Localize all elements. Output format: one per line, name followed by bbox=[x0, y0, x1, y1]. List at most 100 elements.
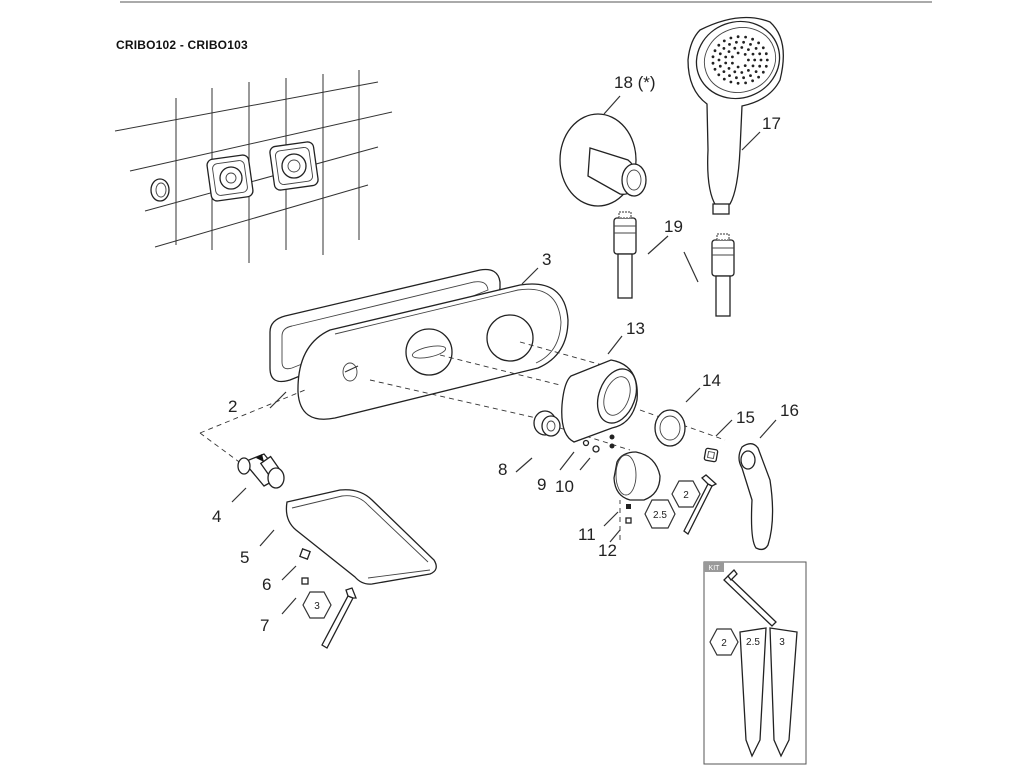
hex-size-2-5: 2.5 bbox=[653, 510, 667, 521]
spray-hole bbox=[764, 52, 768, 56]
spray-hole bbox=[757, 75, 760, 79]
spray-hole bbox=[724, 61, 728, 65]
spray-hole bbox=[717, 43, 721, 47]
spray-hole bbox=[736, 81, 740, 85]
hex-size-3: 3 bbox=[314, 601, 320, 612]
hex-badge-3: 3 bbox=[302, 591, 332, 619]
spray-hole bbox=[740, 71, 744, 74]
hose-nut-19-right bbox=[711, 233, 735, 317]
spray-hole bbox=[729, 36, 733, 40]
spray-hole bbox=[724, 55, 728, 59]
nut-6 bbox=[299, 548, 311, 560]
spray-hole bbox=[742, 40, 745, 44]
spray-hole bbox=[731, 55, 734, 59]
wall-valve-left bbox=[206, 154, 254, 202]
spray-hole bbox=[728, 43, 731, 46]
spray-hole bbox=[736, 65, 740, 69]
diagram-title: CRIBO102 - CRIBO103 bbox=[116, 38, 248, 52]
kit-box: KIT 2 2.5 3 bbox=[703, 561, 807, 765]
leader-lines bbox=[231, 95, 777, 615]
spray-hole bbox=[754, 70, 758, 73]
spray-hole bbox=[713, 49, 717, 53]
kit-label: KIT bbox=[709, 565, 721, 572]
label-part-19: 19 bbox=[664, 217, 683, 236]
spray-hole bbox=[747, 69, 750, 72]
spray-hole bbox=[731, 61, 734, 65]
spray-hole bbox=[711, 61, 715, 65]
spray-hole bbox=[749, 43, 752, 46]
spray-hole bbox=[749, 74, 752, 77]
label-part-10: 10 bbox=[555, 477, 574, 496]
label-part-13: 13 bbox=[626, 319, 645, 338]
grub-screw-7 bbox=[301, 577, 309, 585]
spray-hole bbox=[713, 67, 717, 71]
spray-hole bbox=[759, 58, 763, 62]
spray-hole bbox=[733, 46, 737, 50]
kit-hex-2: 2 bbox=[721, 638, 727, 649]
label-part-6: 6 bbox=[262, 575, 271, 594]
spray-hole bbox=[758, 52, 762, 56]
hand-shower-17 bbox=[687, 16, 784, 215]
label-part-16: 16 bbox=[780, 401, 799, 420]
spray-hole bbox=[722, 70, 726, 73]
hex-size-2: 2 bbox=[683, 490, 689, 501]
spray-hole bbox=[747, 58, 750, 62]
spray-hole bbox=[736, 51, 740, 55]
spray-hole bbox=[743, 64, 747, 67]
spray-hole bbox=[722, 47, 726, 50]
spray-hole bbox=[717, 58, 721, 62]
spray-hole bbox=[761, 70, 765, 74]
hex-badge-2: 2 bbox=[671, 480, 701, 508]
screw-9 bbox=[582, 439, 590, 447]
spray-hole bbox=[757, 41, 760, 45]
hex-key-2 bbox=[683, 474, 718, 535]
lever-handle-16 bbox=[738, 443, 774, 551]
spray-hole bbox=[711, 55, 715, 59]
kit-hex-3: 3 bbox=[779, 637, 785, 648]
ring-14 bbox=[654, 409, 686, 447]
knob-11 bbox=[613, 451, 661, 501]
spray-hole bbox=[758, 64, 762, 68]
spray-hole bbox=[764, 64, 768, 68]
spray-hole bbox=[744, 81, 747, 85]
spray-hole bbox=[717, 73, 721, 77]
label-part-18: 18 (*) bbox=[614, 73, 656, 92]
hex-key-3 bbox=[321, 587, 357, 649]
spray-hole bbox=[751, 52, 755, 56]
label-part-14: 14 bbox=[702, 371, 721, 390]
screw-11 bbox=[626, 504, 631, 509]
label-part-3: 3 bbox=[542, 250, 551, 269]
label-part-15: 15 bbox=[736, 408, 755, 427]
spray-hole bbox=[751, 37, 754, 41]
spray-hole bbox=[747, 48, 750, 51]
spray-hole bbox=[722, 39, 726, 43]
label-part-11: 11 bbox=[578, 525, 596, 544]
spray-hole bbox=[754, 47, 758, 50]
hose-nut-19-left bbox=[613, 211, 637, 299]
cartridge-4 bbox=[237, 453, 285, 489]
spray-hole bbox=[743, 53, 747, 56]
wall-tile-grid bbox=[114, 70, 393, 263]
label-part-7: 7 bbox=[260, 616, 269, 635]
kit-hex-2-5: 2.5 bbox=[746, 637, 760, 648]
adapter-8 bbox=[533, 410, 561, 437]
spray-hole bbox=[765, 58, 769, 62]
spray-hole bbox=[751, 64, 755, 68]
spray-hole bbox=[736, 35, 740, 39]
insert-15 bbox=[703, 447, 719, 463]
spray-hole bbox=[727, 67, 731, 70]
spray-hole bbox=[751, 79, 754, 83]
label-part-17: 17 bbox=[762, 114, 781, 133]
wall-outlet-18 bbox=[559, 113, 647, 207]
spout-5 bbox=[285, 489, 437, 585]
spray-hole bbox=[728, 74, 731, 77]
cover-plate-3 bbox=[297, 283, 569, 420]
hex-badge-2-5: 2.5 bbox=[644, 499, 676, 529]
label-part-12: 12 bbox=[598, 541, 617, 560]
label-part-9: 9 bbox=[537, 475, 546, 494]
part-number-labels: 18 (*) 17 19 3 13 2 14 15 16 8 9 10 4 5 … bbox=[212, 73, 799, 635]
spray-hole bbox=[735, 40, 738, 44]
spray-hole bbox=[733, 70, 737, 74]
spray-hole bbox=[753, 58, 757, 62]
